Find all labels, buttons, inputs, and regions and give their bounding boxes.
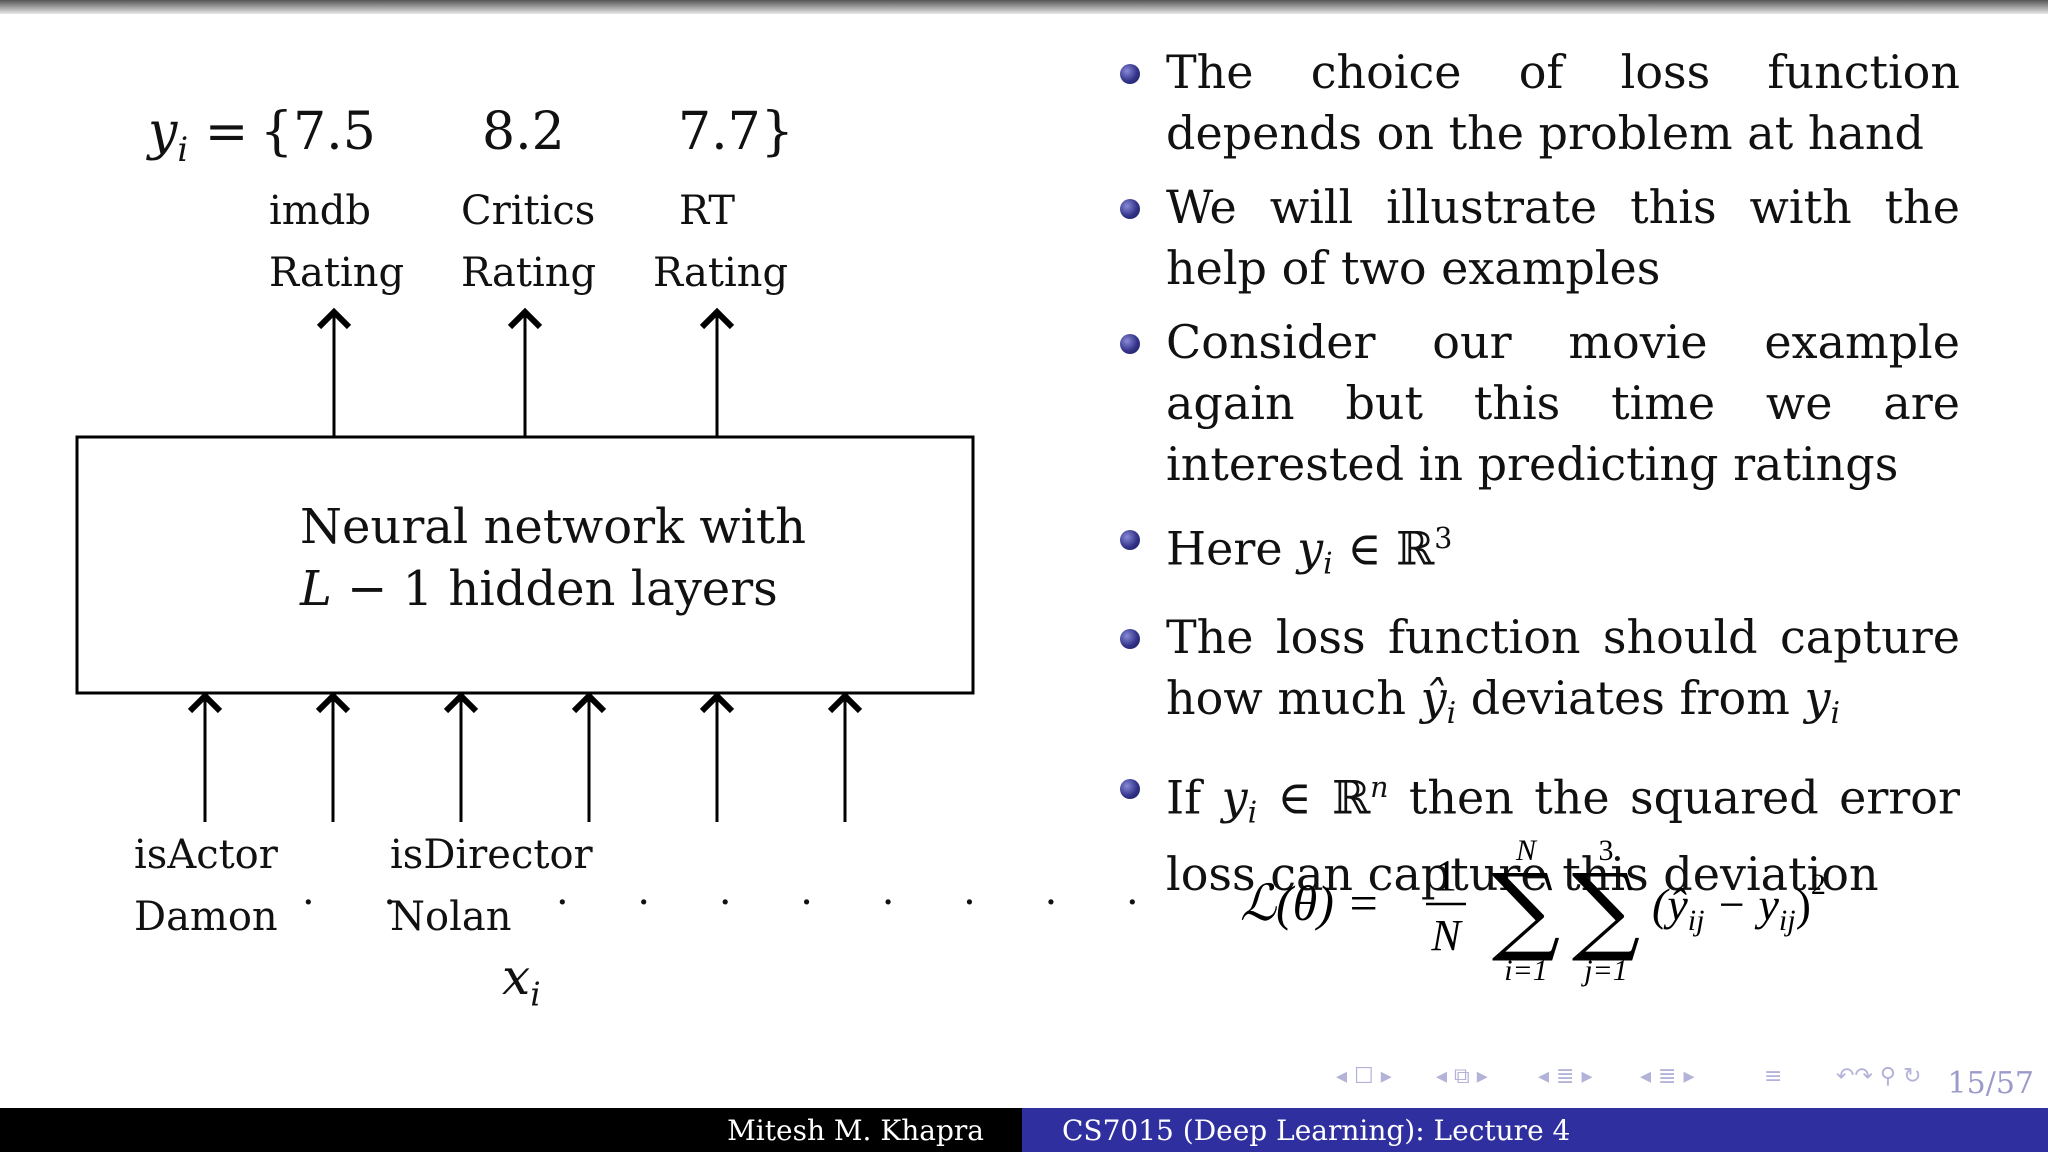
sum2-lower: j=1	[1580, 954, 1628, 987]
output-label-critics: Critics Rating	[461, 188, 597, 296]
network-box-text: Neural network with L − 1 hidden layers	[300, 499, 807, 617]
network-diagram: yi = {7.5 8.2 7.7} imdb Rating Critics R…	[0, 0, 1139, 1040]
bullet-item: Consider our movie example again but thi…	[1120, 312, 1960, 495]
squared-error-formula: ℒ(θ) = 1 N N ∑ i=1 3 ∑ j=1 (ŷij − yij)2	[1240, 834, 1826, 987]
output-label-imdb: imdb Rating	[269, 188, 405, 296]
sum1-sigma: ∑	[1492, 853, 1561, 965]
yi-subscript: i	[177, 129, 189, 169]
formula-lhs: ℒ(θ) =	[1240, 875, 1380, 931]
bullet-list: The choice of loss function depends on t…	[1120, 42, 1960, 918]
footer-course: CS7015 (Deep Learning): Lecture 4	[1022, 1108, 2048, 1152]
page-number: 15/57	[1947, 1066, 2034, 1101]
nav-frame-icon[interactable]: ◂ ☐ ▸	[1336, 1064, 1392, 1089]
top-bar	[0, 0, 2048, 14]
yi-symbol: y	[148, 102, 178, 162]
nav-subsection2-icon[interactable]: ◂ ≣ ▸	[1640, 1064, 1695, 1089]
nav-search-icon[interactable]: ↶↷ ⚲ ↻	[1836, 1064, 1922, 1089]
nav-subsection-icon[interactable]: ◂ ⧉ ▸	[1436, 1064, 1488, 1089]
bullet-item: We will illustrate this with the help of…	[1120, 177, 1960, 299]
output-label-rt: RT Rating	[653, 188, 789, 296]
output-value-3: 7.7}	[678, 102, 794, 162]
formula-body: (ŷij − yij)2	[1652, 868, 1826, 937]
sum2-sigma: ∑	[1572, 853, 1641, 965]
nav-section-icon[interactable]: ◂ ≣ ▸	[1538, 1064, 1593, 1089]
slide: yi = {7.5 8.2 7.7} imdb Rating Critics R…	[0, 0, 2034, 1101]
output-value-2: 8.2	[482, 102, 565, 162]
bullet-item: The choice of loss function depends on t…	[1120, 42, 1960, 164]
input-vector-label: xi	[502, 948, 541, 1014]
sum2-upper: 3	[1599, 834, 1614, 867]
fraction-numerator: 1	[1435, 851, 1457, 900]
nav-toc-icon[interactable]: ≡	[1764, 1064, 1783, 1089]
equals-sign: =	[204, 102, 249, 162]
sum1-lower: i=1	[1504, 954, 1548, 987]
footer-author: Mitesh M. Khapra	[0, 1108, 1022, 1152]
input-label-isactor: isActor Damon	[134, 832, 278, 940]
input-dots-short: · ·	[302, 880, 425, 926]
input-label-isdirector: isDirector Nolan	[390, 832, 593, 940]
footer: Mitesh M. Khapra CS7015 (Deep Learning):…	[0, 1108, 2048, 1152]
bullet-item: If yi ∈ ℝn then the squared error loss c…	[1120, 757, 1960, 904]
sum1-upper: N	[1515, 834, 1538, 867]
diagram-lines	[75, 307, 975, 822]
bullet-item: Here yi ∈ ℝ3	[1120, 508, 1960, 594]
bullet-item: The loss function should capture how muc…	[1120, 607, 1960, 744]
input-dots-long: · · · · · · · ·	[556, 880, 1167, 926]
fraction-denominator: N	[1430, 911, 1463, 960]
output-equation: yi =	[148, 102, 248, 169]
output-value-1: {7.5	[260, 102, 376, 162]
